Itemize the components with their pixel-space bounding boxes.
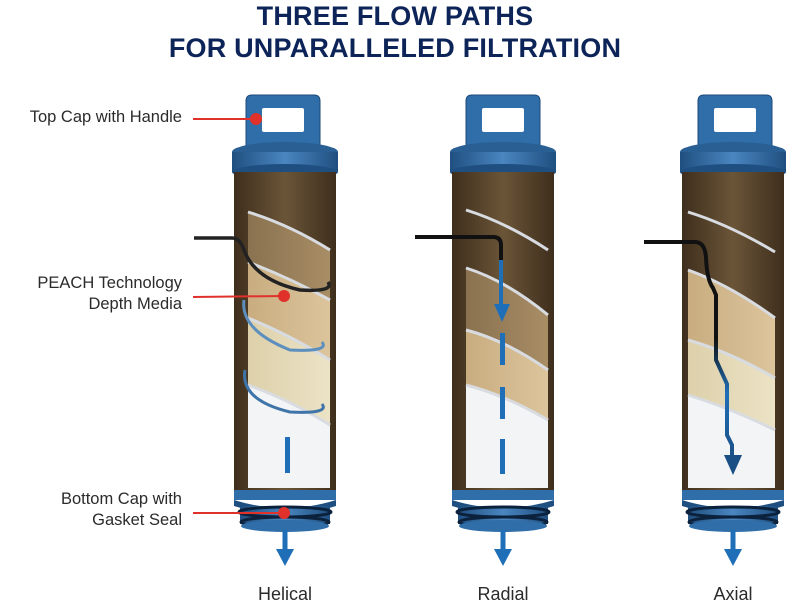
caption-axial: Axial [713,584,753,604]
caption-helical: Helical [257,584,313,604]
callout-bottom-cap: Bottom Cap with Gasket Seal [61,489,182,531]
depth-media-marker [278,290,290,302]
callout-depth-media: PEACH Technology Depth Media [37,273,182,315]
top-cap-marker [250,113,262,125]
callout-bottom-cap-line1: Bottom Cap with [60,490,182,508]
axial-filter [644,94,786,566]
helical-filter [194,94,338,566]
diagram-title-line-2: FOR UNPARALLELED FILTRATION [168,33,622,63]
caption-radial: Radial [477,584,529,604]
callout-leaders [192,113,290,519]
bottom-cap-marker [278,507,290,519]
callout-bottom-cap-line2: Gasket Seal [92,511,182,529]
callout-depth-media-line1: PEACH Technology [37,274,182,292]
diagram-title-line-1: THREE FLOW PATHS [256,1,534,31]
callout-top-cap-line1: Top Cap with Handle [29,108,182,126]
radial-filter [415,94,556,566]
callout-depth-media-line2: Depth Media [88,295,182,313]
callout-top-cap: Top Cap with Handle [30,107,182,128]
